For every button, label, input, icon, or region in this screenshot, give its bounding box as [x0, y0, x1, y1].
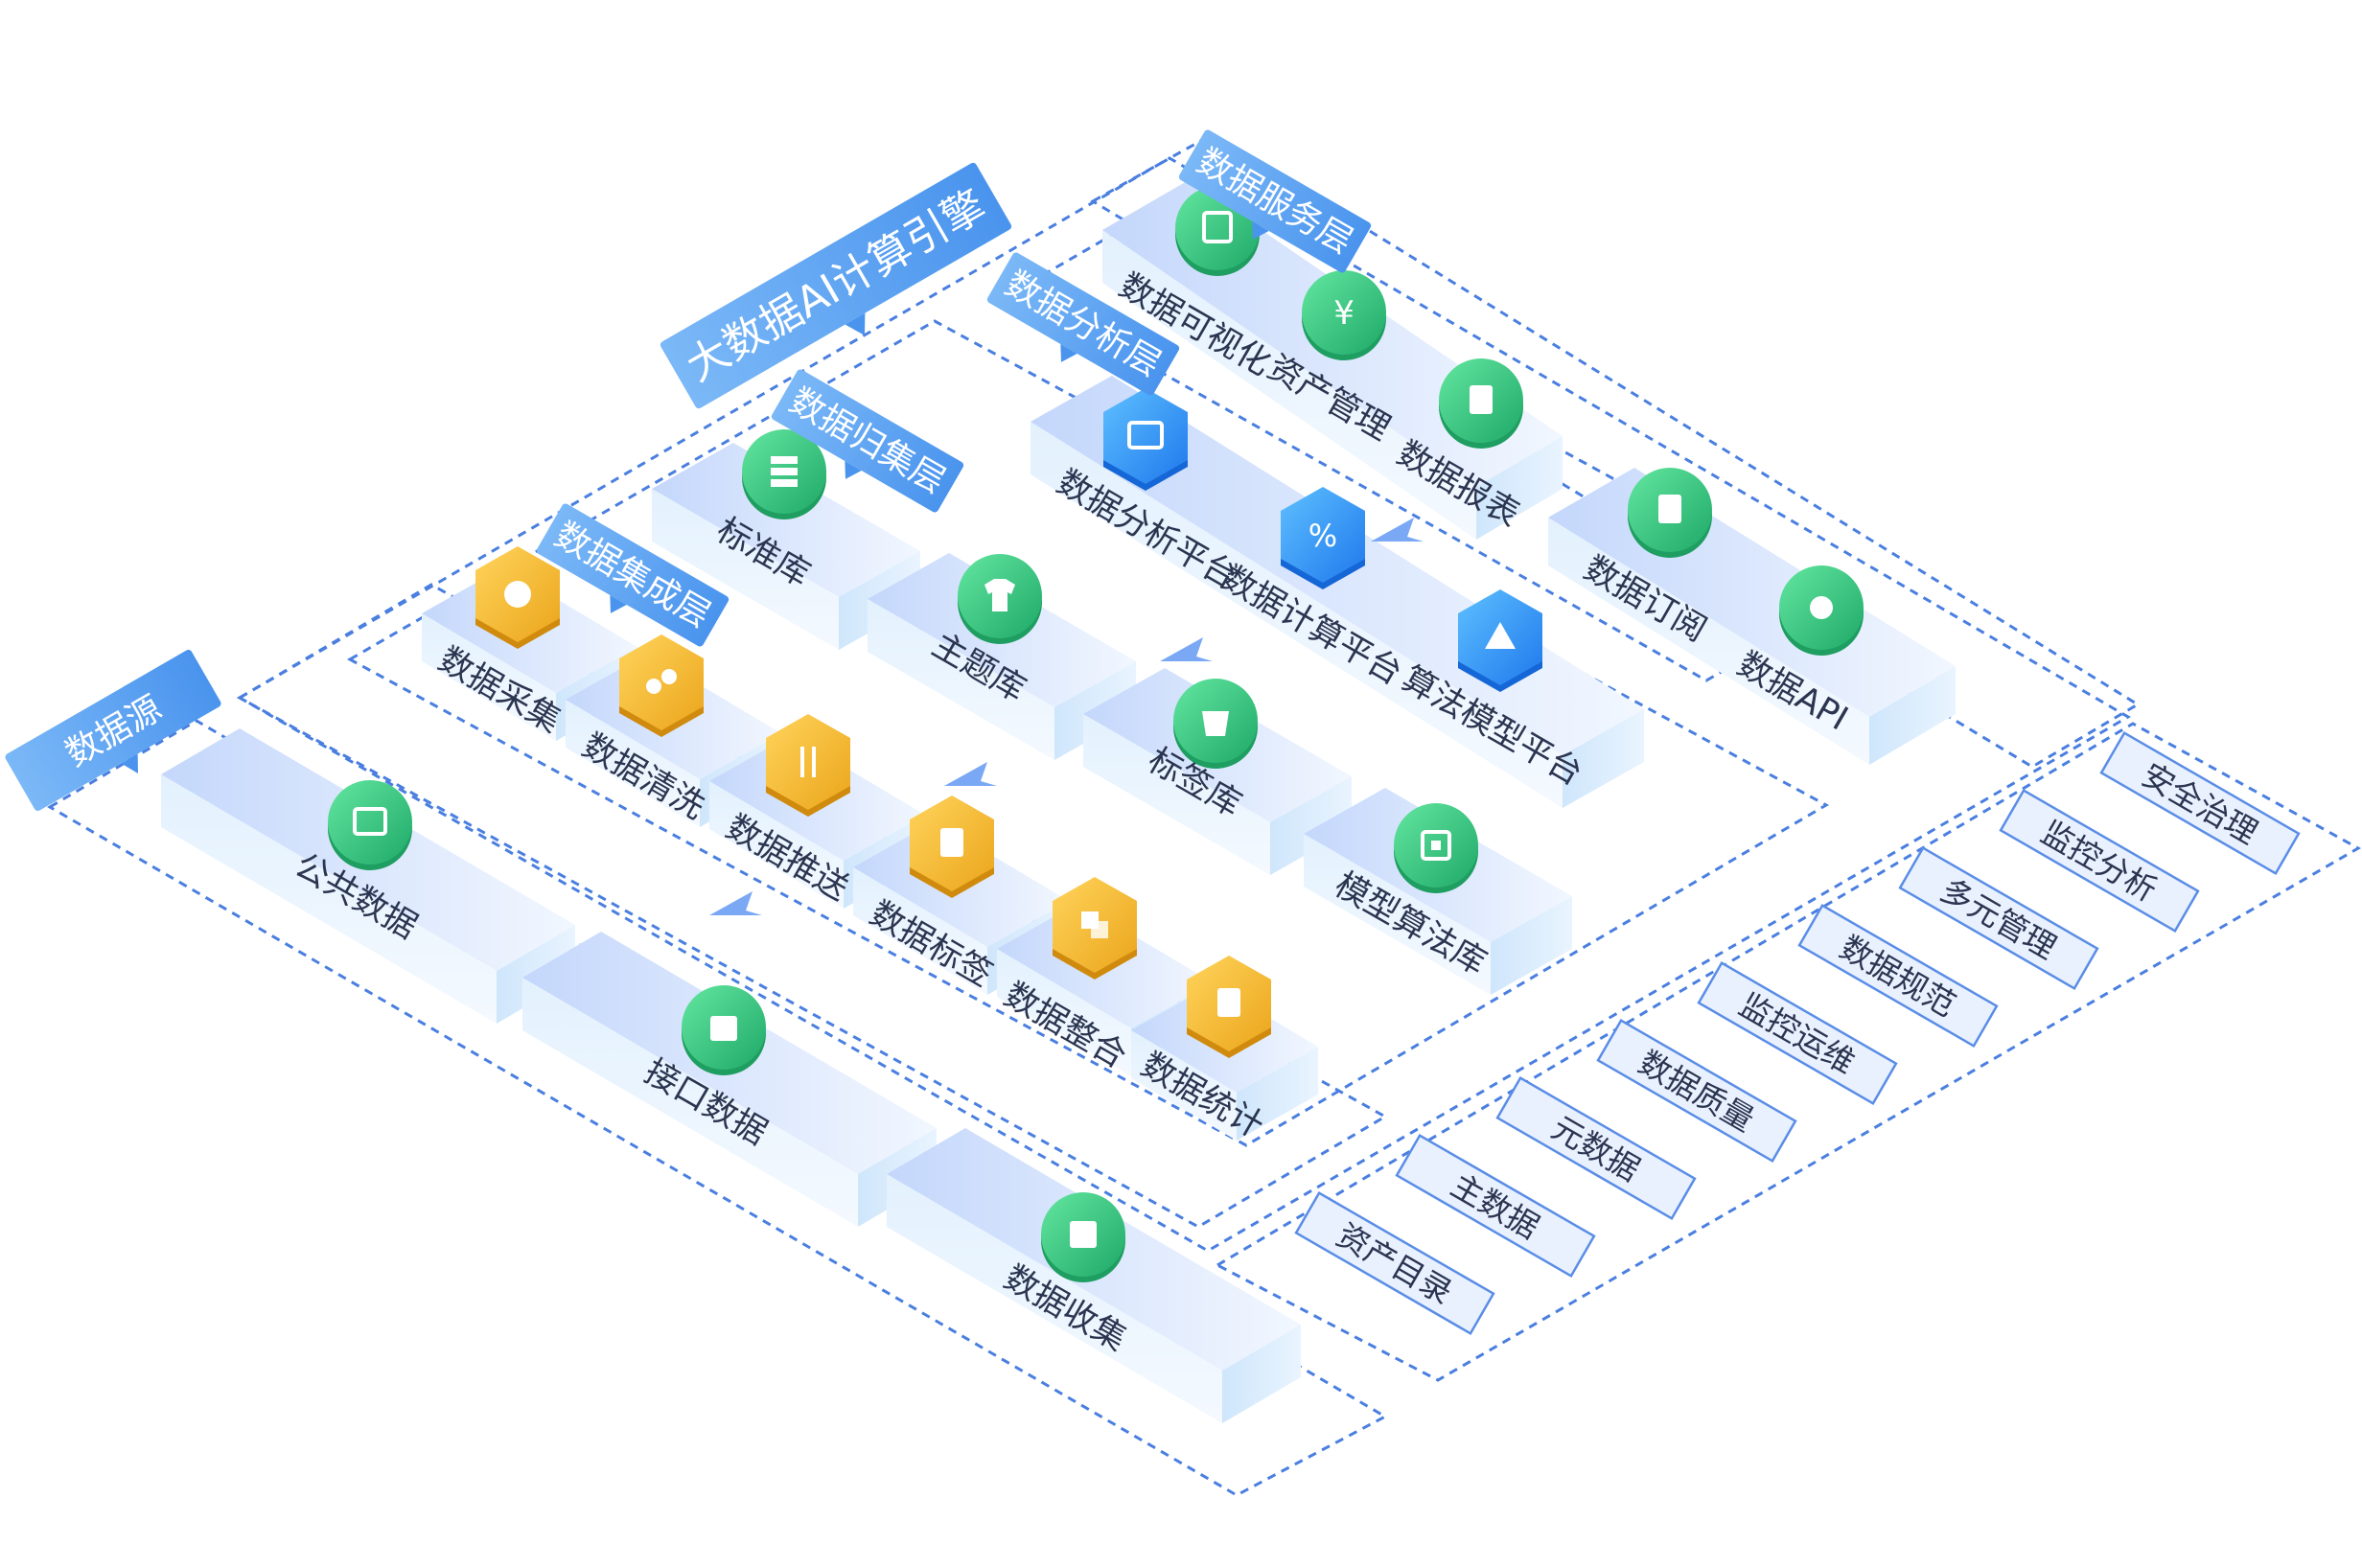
arrow-integration-to-aggregation: [944, 762, 997, 786]
source-block-interface: [522, 932, 937, 1227]
tag-engine: 大数据AI计算引擎: [660, 162, 1012, 409]
arrow-aggregation-to-analysis: [1160, 637, 1213, 661]
badge-interface-data: [682, 985, 766, 1075]
source-outline: [47, 719, 1389, 1497]
badge-analysis-platform: [1103, 388, 1188, 491]
badge-standard-lib: [742, 429, 826, 519]
badge-merge: [1053, 877, 1137, 980]
plate-metadata: 元数据: [1495, 1076, 1697, 1220]
badge-report: [1439, 358, 1523, 449]
badge-tag-lib: [1173, 679, 1258, 769]
source-block-public: [161, 728, 575, 1024]
badge-tag: [910, 796, 994, 898]
badge-collection: [1041, 1192, 1125, 1282]
integration-layer: 数据采集 数据清洗 数据推送 数据标签 数据整合 数据统计: [422, 546, 1318, 1146]
badge-stats: [1187, 956, 1271, 1058]
flow-arrows: [709, 518, 1424, 915]
badge-compute-platform: %: [1281, 487, 1365, 589]
badge-model-lib: [1394, 803, 1478, 893]
badge-algorithm-platform: [1458, 589, 1542, 692]
svg-text:%: %: [1308, 518, 1337, 554]
badge-clean: [619, 634, 704, 737]
aggregation-layer: 标准库 主题库 标签库 模型算法库: [652, 429, 1572, 995]
badge-collect: [475, 546, 560, 649]
badge-push: [766, 714, 850, 817]
plate-master-data: 主数据: [1395, 1134, 1596, 1278]
badge-asset-management: ¥: [1302, 270, 1386, 360]
engine-outline: [236, 156, 2131, 1253]
source-layer: 公共数据 接口数据 数据收集: [161, 728, 1301, 1423]
badge-subscribe: [1628, 468, 1712, 558]
badge-subject-lib: [958, 554, 1042, 644]
aggregation-outline: [346, 319, 1830, 1147]
svg-text:¥: ¥: [1333, 294, 1355, 333]
arrow-source-to-integration: [709, 891, 762, 915]
governance-outline: [1214, 722, 2362, 1382]
arrow-analysis-to-service: [1371, 518, 1424, 542]
badge-public-data: [328, 780, 412, 870]
badge-api: [1779, 565, 1864, 656]
